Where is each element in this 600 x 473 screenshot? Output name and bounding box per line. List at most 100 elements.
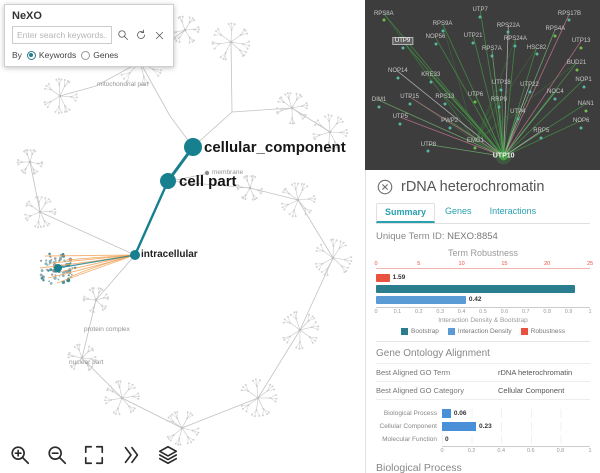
axis-tick-label: 0.2 xyxy=(414,309,423,315)
network-node[interactable]: UTP6 xyxy=(467,92,484,99)
network-node[interactable]: RPS9A xyxy=(432,20,453,27)
network-node[interactable]: UTP21 xyxy=(463,32,483,39)
axis-tick-label: 0.2 xyxy=(467,448,476,454)
go-term-value: rDNA heterochromatin xyxy=(498,368,573,377)
axis-tick-label: 0 xyxy=(374,261,378,267)
network-node[interactable]: UTP4 xyxy=(510,109,526,116)
radio-selected-icon xyxy=(26,50,36,60)
network-node[interactable]: RPS22A xyxy=(496,22,520,29)
search-by-keywords-radio[interactable]: Keywords xyxy=(26,50,77,60)
reset-icon[interactable] xyxy=(134,28,148,42)
network-node[interactable]: NOP14 xyxy=(388,68,408,75)
radio-unselected-icon xyxy=(81,50,91,60)
network-node[interactable]: RPS24A xyxy=(503,36,527,43)
gene-network-panel[interactable]: RPS8A UTP7 RPS17B RPS9A RPS22A RPS4A UTP9 NOP56… xyxy=(365,0,600,170)
network-node[interactable]: KRE33 xyxy=(421,71,441,78)
search-panel: NeXO By Keywords Genes xyxy=(4,4,174,67)
network-node[interactable]: UTP5 xyxy=(392,114,408,121)
close-details-icon[interactable] xyxy=(376,178,394,196)
network-node[interactable]: UTP7 xyxy=(472,7,488,14)
network-node[interactable]: UTP22 xyxy=(520,82,539,88)
bar xyxy=(376,273,390,282)
table-row: Best Aligned GO Term rDNA heterochromati… xyxy=(376,363,590,381)
zoom-out-button[interactable] xyxy=(45,443,69,467)
go-alignment-heading: Gene Ontology Alignment xyxy=(376,348,490,359)
network-node-dot xyxy=(473,100,477,104)
network-node[interactable]: NAN1 xyxy=(577,100,594,107)
axis-tick-label: 0.1 xyxy=(393,309,402,315)
bar-value-label: 0.23 xyxy=(479,423,492,430)
network-node[interactable]: NOP1 xyxy=(575,76,592,83)
network-node-dot xyxy=(516,117,520,121)
layers-button[interactable] xyxy=(156,443,180,467)
axis-tick-label: 1 xyxy=(588,448,592,454)
close-search-icon[interactable] xyxy=(152,28,166,42)
network-node-dot xyxy=(497,105,501,109)
details-tabs: Summary Genes Interactions xyxy=(376,203,590,224)
term-title: rDNA heterochromatin xyxy=(401,179,545,195)
tab-summary[interactable]: Summary xyxy=(376,203,436,223)
network-node[interactable]: NOP6 xyxy=(573,117,590,124)
go-category-label: Best Aligned GO Category xyxy=(376,386,464,395)
network-node[interactable]: UTP15 xyxy=(400,93,419,100)
axis-tick-label: 0 xyxy=(440,448,444,454)
network-node[interactable]: NOC4 xyxy=(547,88,564,95)
fit-to-screen-button[interactable] xyxy=(82,443,106,467)
network-node[interactable]: RPS4A xyxy=(545,25,566,32)
network-edges xyxy=(378,10,587,165)
network-node[interactable]: RRP5 xyxy=(533,127,550,134)
network-node[interactable]: UTP13 xyxy=(571,37,591,44)
network-node-dot xyxy=(499,88,503,92)
search-input[interactable] xyxy=(12,26,112,44)
network-node-dot xyxy=(382,18,386,22)
network-node[interactable]: NOP56 xyxy=(425,34,446,41)
keywords-option-label: Keywords xyxy=(38,50,77,60)
bar xyxy=(442,422,477,431)
legend-item: Bootstrap xyxy=(401,328,439,335)
network-node[interactable]: RPS13 xyxy=(435,93,455,100)
network-node[interactable]: PWP2 xyxy=(441,117,459,124)
network-node[interactable]: RPS17B xyxy=(557,10,581,17)
ontology-tree-canvas[interactable]: cellular_component cell part intracellul… xyxy=(0,0,365,473)
network-node[interactable]: BUD21 xyxy=(566,59,587,66)
axis-tick-label: 0.3 xyxy=(436,309,445,315)
network-node-dot xyxy=(567,18,571,22)
bar-row: 1.59 xyxy=(376,272,590,283)
network-node[interactable]: UTP10 xyxy=(492,152,515,160)
network-node[interactable]: UTP18 xyxy=(491,80,511,87)
legend-item: Robustness xyxy=(520,328,565,335)
search-by-genes-radio[interactable]: Genes xyxy=(81,50,118,60)
network-node[interactable]: UTP8 xyxy=(420,141,437,148)
network-node[interactable]: DIM1 xyxy=(371,97,387,104)
network-node[interactable]: RRP9 xyxy=(490,97,507,104)
network-node-dot xyxy=(579,46,583,50)
network-node[interactable]: HSC82 xyxy=(526,44,547,51)
expand-view-button[interactable] xyxy=(119,443,143,467)
robustness-axis-label: Interaction Density & Bootstrap xyxy=(438,317,528,324)
network-node-dot xyxy=(471,41,475,44)
legend-swatch xyxy=(520,328,528,335)
network-node[interactable]: RPS8A xyxy=(373,10,394,17)
network-node[interactable]: UTP9 xyxy=(391,36,414,45)
robustness-chart-title: Term Robustness xyxy=(447,248,519,258)
zoom-in-button[interactable] xyxy=(8,443,32,467)
network-node[interactable]: RPS7A xyxy=(482,46,502,53)
network-node[interactable]: EMG1 xyxy=(466,138,484,145)
network-node-dot xyxy=(401,46,405,50)
axis-tick-label: 0.9 xyxy=(564,309,573,315)
bar-value-label: 0 xyxy=(445,436,449,443)
tab-genes[interactable]: Genes xyxy=(445,206,472,216)
tab-interactions[interactable]: Interactions xyxy=(489,206,537,216)
axis-tick-label: 5 xyxy=(417,261,421,267)
network-node-dot xyxy=(426,149,430,153)
legend-swatch xyxy=(447,328,455,335)
bar-row xyxy=(376,283,590,294)
search-icon[interactable] xyxy=(116,28,130,42)
